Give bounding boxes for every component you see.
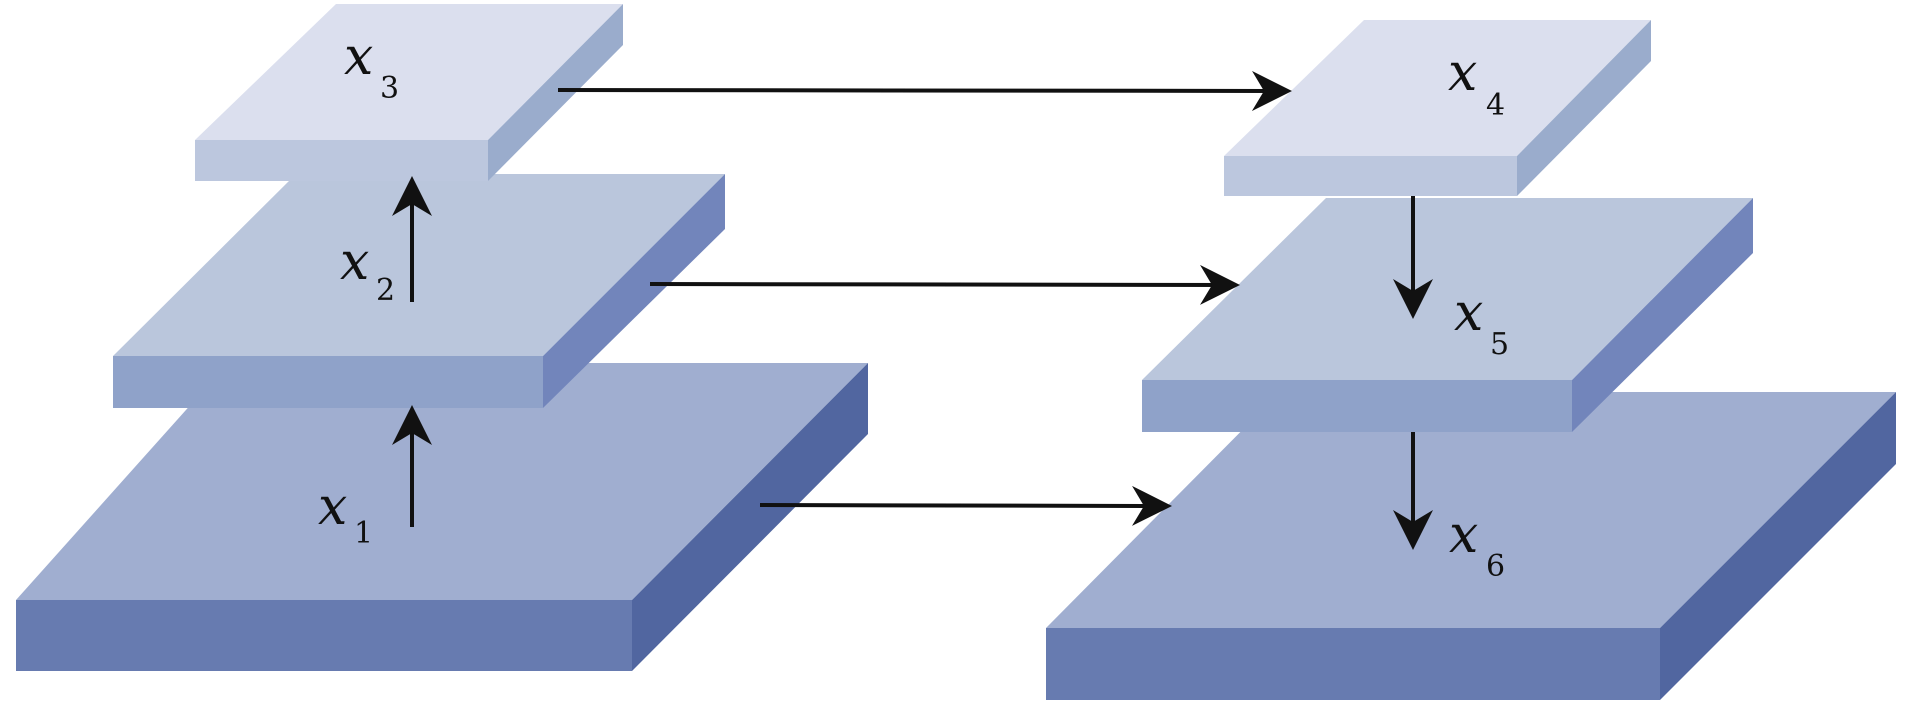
- svg-text:3: 3: [380, 71, 399, 106]
- layer-x3: [195, 4, 623, 181]
- layer-x2-front: [113, 356, 543, 408]
- layer-x3-side: [488, 4, 623, 181]
- svg-text:x: x: [318, 477, 347, 537]
- label-x2: x 2: [340, 232, 395, 308]
- label-x1: x 1: [318, 477, 373, 551]
- layer-x4-top: [1224, 20, 1651, 156]
- label-x4: x 4: [1448, 43, 1505, 123]
- layer-x5: [1142, 198, 1753, 432]
- layer-x5-front: [1142, 380, 1572, 432]
- label-x5: x 5: [1454, 283, 1509, 362]
- label-x6: x 6: [1449, 505, 1505, 584]
- layer-x3-front: [195, 140, 488, 181]
- svg-text:6: 6: [1486, 549, 1505, 584]
- layer-x4-side: [1517, 20, 1651, 196]
- svg-text:4: 4: [1486, 88, 1505, 123]
- svg-text:x: x: [1449, 505, 1478, 565]
- layer-x5-top: [1142, 198, 1753, 380]
- label-x3: x 3: [344, 27, 399, 106]
- svg-text:x: x: [1448, 43, 1477, 103]
- layer-x2: [113, 174, 725, 408]
- arrow-x2-to-x5: [649, 264, 1240, 305]
- layer-x1-side: [632, 363, 868, 671]
- layer-x4: [1224, 20, 1651, 196]
- layer-x6-front: [1046, 628, 1660, 700]
- layer-x6-top: [1046, 392, 1896, 628]
- arrow-x1-to-x6: [759, 485, 1172, 526]
- svg-text:x: x: [340, 232, 369, 292]
- layer-x2-top: [113, 174, 725, 356]
- layer-x3-top: [195, 4, 623, 140]
- svg-text:x: x: [344, 27, 373, 87]
- svg-text:5: 5: [1490, 327, 1509, 362]
- layer-x4-front: [1224, 156, 1517, 196]
- arrow-x3-to-x4: [557, 70, 1292, 111]
- layer-x1-front: [16, 600, 632, 671]
- layer-x2-side: [543, 174, 725, 408]
- svg-text:1: 1: [354, 516, 373, 551]
- layer-x1: [16, 363, 868, 671]
- svg-text:2: 2: [376, 273, 395, 308]
- svg-text:x: x: [1454, 283, 1483, 343]
- layer-x1-top: [16, 363, 868, 600]
- layer-x6: [1046, 392, 1896, 700]
- layer-x5-side: [1572, 198, 1753, 432]
- layer-x6-side: [1660, 392, 1896, 700]
